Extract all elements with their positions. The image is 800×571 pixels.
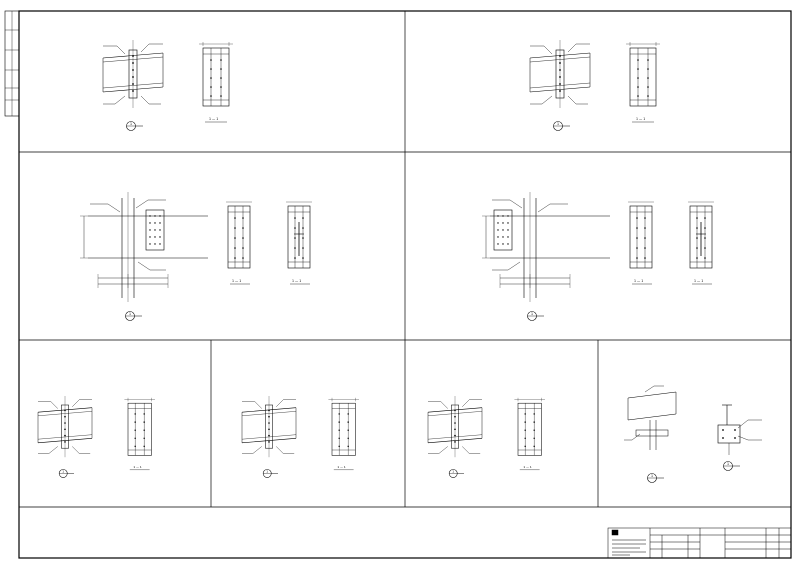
section-label: 1 — 1 <box>133 465 142 469</box>
section-label: 1 — 1 <box>292 279 301 283</box>
detail-mid-left: 1 1 — 1 1 — 1 <box>80 192 312 321</box>
panel-grid <box>19 11 791 508</box>
section-label: 1 — 1 <box>636 117 645 121</box>
detail-top-left: 1 — 1 1 <box>102 40 233 131</box>
detail-marker-label: 1 <box>651 474 653 478</box>
detail-top-right: 1 — 1 1 <box>529 40 660 131</box>
detail-marker-label: 1 <box>266 470 268 474</box>
detail-marker-label: 1 <box>62 470 64 474</box>
section-label: 1 — 1 <box>337 465 346 469</box>
section-label: 1 — 1 <box>209 117 218 121</box>
detail-bottom-1: 1 — 1 1 <box>37 396 156 478</box>
detail-bottom-right: 11 <box>624 385 762 483</box>
detail-marker-label: 1 <box>557 122 559 126</box>
detail-marker-label: 1 <box>129 312 131 316</box>
section-label: 1 — 1 <box>232 279 241 283</box>
detail-mid-right: 1 1 — 1 1 — 1 <box>482 192 714 321</box>
section-label: 1 — 1 <box>523 465 532 469</box>
detail-marker-label: 1 <box>531 312 533 316</box>
section-label: 1 — 1 <box>634 279 643 283</box>
detail-bottom-3: 1 — 1 1 <box>427 396 546 478</box>
section-label: 1 — 1 <box>694 279 703 283</box>
detail-marker-label: 1 <box>727 462 729 466</box>
detail-marker-label: 1 <box>452 470 454 474</box>
detail-bottom-2: 1 — 1 1 <box>241 396 360 478</box>
detail-marker-label: 1 <box>130 122 132 126</box>
title-block <box>607 527 792 559</box>
